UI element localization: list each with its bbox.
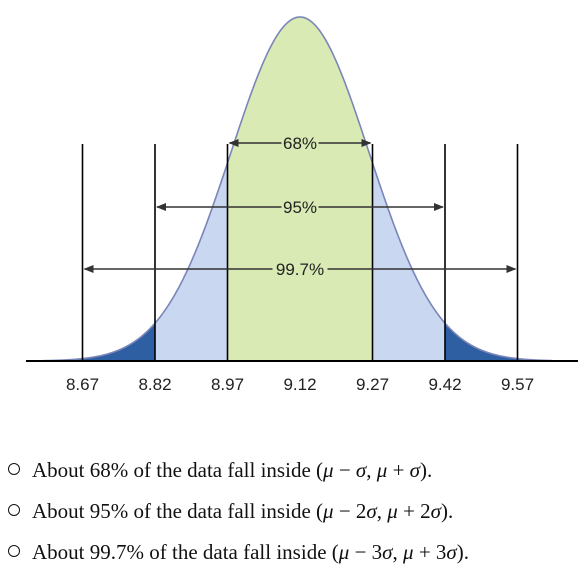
bullet-circle-icon — [8, 463, 20, 475]
interval-notation: (μ − 2σ, μ + 2σ). — [316, 499, 454, 523]
interval-notation: (μ − σ, μ + σ). — [316, 458, 433, 482]
x-tick-label: 9.27 — [356, 375, 389, 394]
rule-text: About 99.7% of the data fall inside — [32, 540, 332, 564]
interval-percent-label: 95% — [283, 198, 317, 217]
normal-distribution-diagram: 68% 95% 99.7% 8.67 8.82 8.97 9.12 9.27 9.42 9.57 — [26, 16, 578, 394]
interval-notation: (μ − 3σ, μ + 3σ). — [331, 540, 470, 564]
one-sd-center-region — [227, 17, 373, 361]
x-tick-label: 9.57 — [501, 375, 534, 394]
bell-curve-line — [41, 16, 553, 362]
rule-68-item: About 68% of the data fall inside (μ − σ… — [8, 452, 583, 493]
rule-text: About 68% of the data fall inside — [32, 458, 317, 482]
rule-text: About 95% of the data fall inside — [32, 499, 317, 523]
interval-percent-label: 99.7% — [276, 260, 324, 279]
x-tick-label: 8.82 — [138, 375, 171, 394]
rule-list: About 68% of the data fall inside (μ − σ… — [8, 452, 583, 575]
x-tick-label: 8.67 — [66, 375, 99, 394]
x-tick-label: 8.97 — [211, 375, 244, 394]
rule-99-7-item: About 99.7% of the data fall inside (μ −… — [8, 534, 583, 575]
interval-percent-label: 68% — [283, 134, 317, 153]
x-tick-label: 9.42 — [428, 375, 461, 394]
bullet-circle-icon — [8, 545, 20, 557]
x-tick-label: 9.12 — [283, 375, 316, 394]
left-tail-region — [42, 323, 155, 361]
right-tail-region — [445, 323, 552, 361]
rule-95-item: About 95% of the data fall inside (μ − 2… — [8, 493, 583, 534]
bullet-circle-icon — [8, 504, 20, 516]
